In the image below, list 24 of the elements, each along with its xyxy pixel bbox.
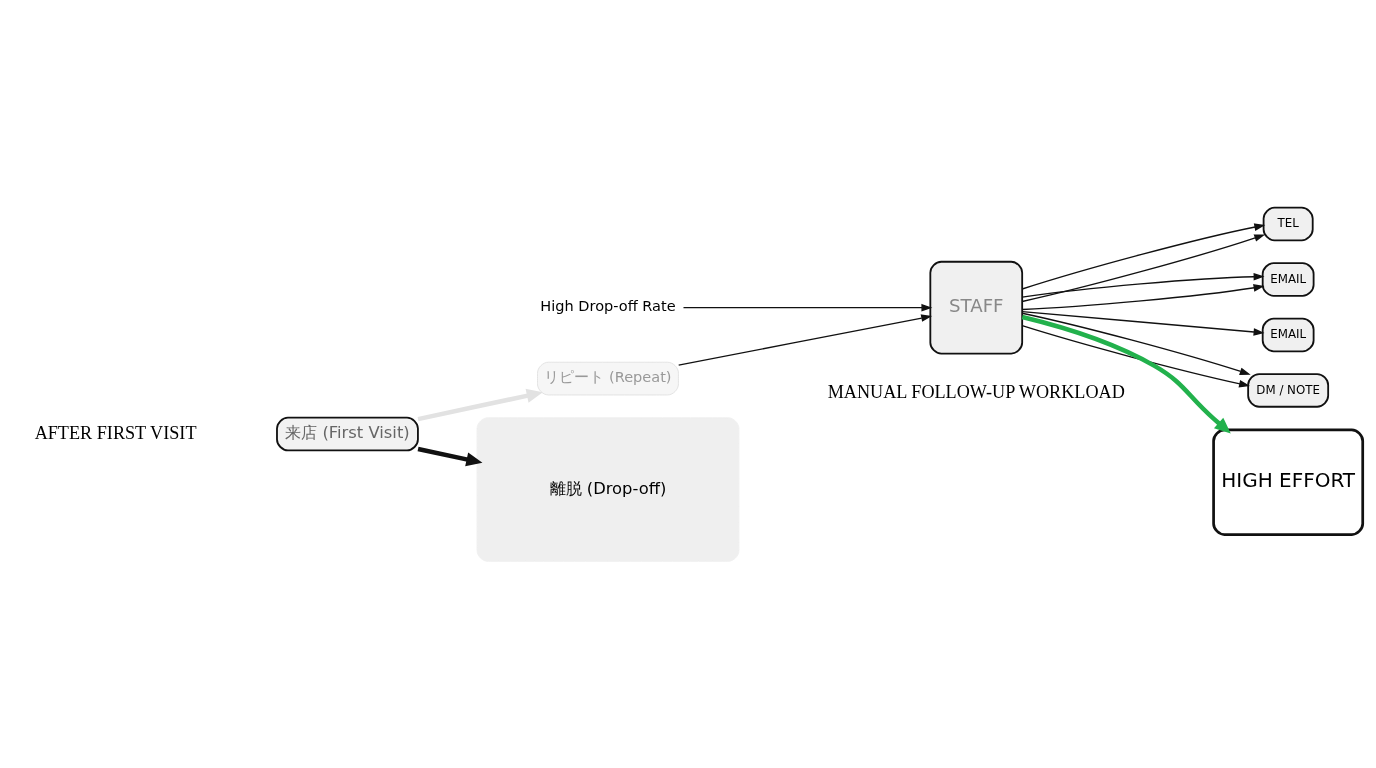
- label: MANUAL FOLLOW-UP WORKLOAD: [827, 381, 1125, 402]
- node-box: リピート (Repeat): [537, 361, 679, 395]
- arrow: [1021, 312, 1251, 375]
- node-box: EMAIL: [1261, 261, 1315, 297]
- node-box: STAFF: [929, 260, 1024, 354]
- arrow: [1021, 233, 1266, 302]
- arrow: [417, 446, 483, 466]
- node-text: High Drop-off Rate: [540, 297, 676, 314]
- arrow: [678, 313, 933, 366]
- node-box: EMAIL: [1261, 317, 1315, 352]
- arrow: [417, 388, 543, 421]
- node-box: TEL: [1262, 206, 1314, 241]
- arrow: [1021, 314, 1231, 434]
- arrow: [682, 303, 933, 311]
- node-box: DM / NOTE: [1247, 372, 1330, 408]
- node-box: 離脱 (Drop-off): [476, 416, 740, 562]
- node-box: HIGH EFFORT: [1212, 428, 1365, 536]
- arrow: [1021, 222, 1266, 290]
- label: AFTER FIRST VISIT: [34, 422, 197, 443]
- arrow: [1021, 310, 1265, 336]
- arrow: [1021, 272, 1265, 298]
- arrow: [1021, 283, 1265, 310]
- node-box: 来店 (First Visit): [276, 416, 419, 451]
- arrow: [1021, 324, 1250, 387]
